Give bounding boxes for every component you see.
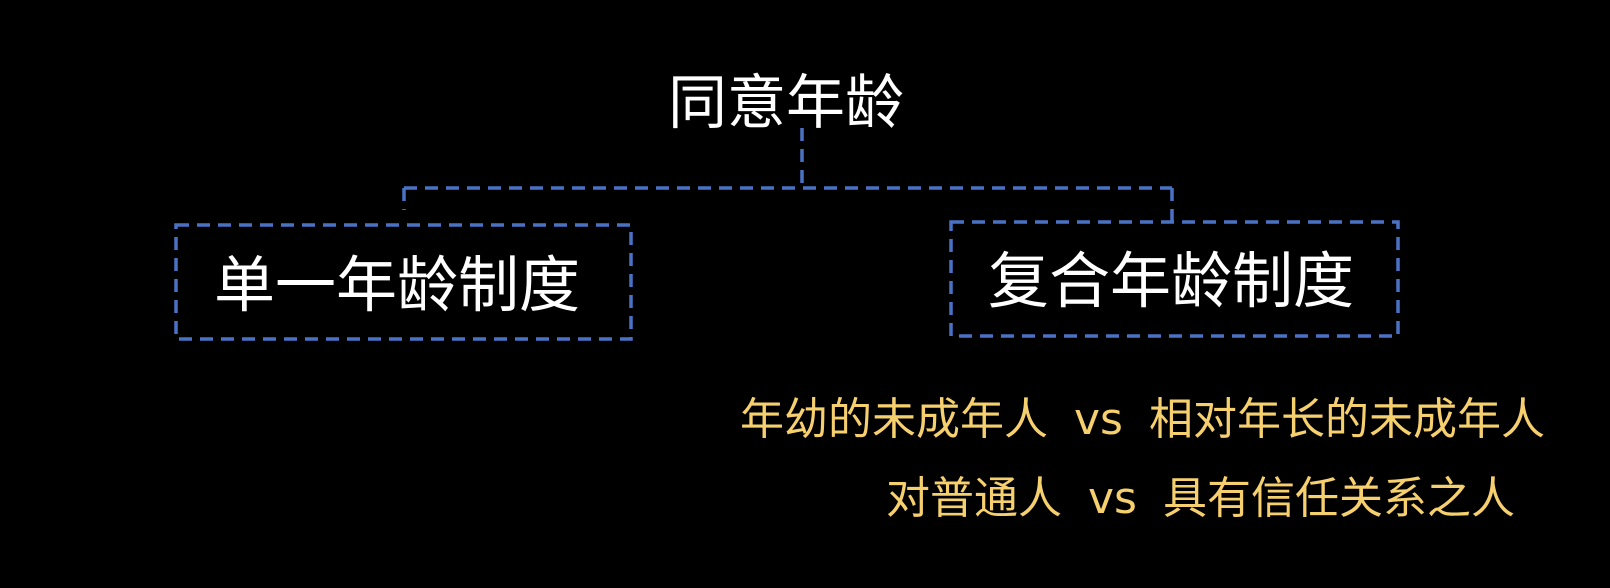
note-2-right-term: 具有信任关系之人	[1162, 473, 1515, 524]
left-node-box	[174, 223, 633, 341]
right-node-box	[949, 220, 1400, 338]
note-2-vs: vs	[1088, 473, 1137, 524]
left-node-label: 单一年龄制度	[214, 250, 581, 321]
note-2-left-term: 对普通人	[886, 473, 1062, 524]
root-node-label: 同意年龄	[668, 68, 905, 137]
note-1-right-term: 相对年长的未成年人	[1148, 394, 1545, 445]
note-1-left-term: 年幼的未成年人	[740, 394, 1048, 445]
note-1-vs: vs	[1074, 394, 1123, 445]
right-node-label: 复合年龄制度	[988, 246, 1355, 317]
